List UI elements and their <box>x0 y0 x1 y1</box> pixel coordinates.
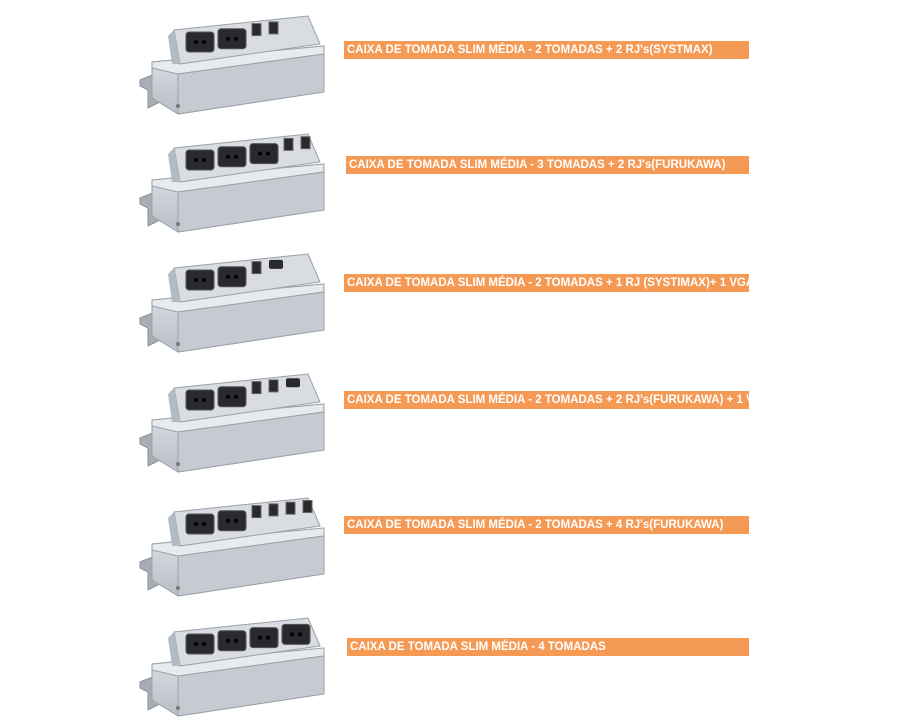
rj-port-icon <box>302 500 313 513</box>
rj-port-icon <box>268 379 279 393</box>
power-socket-icon <box>217 386 247 408</box>
power-socket-icon <box>185 31 215 53</box>
product-title[interactable]: CAIXA DE TOMADA SLIM MÉDIA - 4 TOMADAS <box>347 638 749 656</box>
product-title[interactable]: CAIXA DE TOMADA SLIM MÉDIA - 2 TOMADAS +… <box>344 274 754 292</box>
power-socket-icon <box>217 146 247 168</box>
product-title[interactable]: CAIXA DE TOMADA SLIM MÉDIA - 2 TOMADAS +… <box>344 516 749 534</box>
vga-port-icon <box>286 378 300 388</box>
power-socket-icon <box>249 627 279 649</box>
product-item: CAIXA DE TOMADA SLIM MÉDIA - 2 TOMADAS +… <box>0 360 900 475</box>
rj-port-icon <box>268 21 279 35</box>
product-item: CAIXA DE TOMADA SLIM MÉDIA - 4 TOMADAS <box>0 604 900 719</box>
power-socket-icon <box>185 633 215 655</box>
power-socket-icon <box>217 630 247 652</box>
product-title[interactable]: CAIXA DE TOMADA SLIM MÉDIA - 2 TOMADAS +… <box>344 41 749 59</box>
rj-port-icon <box>268 503 279 517</box>
product-item: CAIXA DE TOMADA SLIM MÉDIA - 2 TOMADAS +… <box>0 2 900 117</box>
product-title[interactable]: CAIXA DE TOMADA SLIM MÉDIA - 2 TOMADAS +… <box>344 391 771 409</box>
power-socket-icon <box>217 510 247 532</box>
rj-port-icon <box>251 381 262 395</box>
rj-port-icon <box>285 501 296 515</box>
power-socket-icon <box>281 623 311 645</box>
product-image[interactable] <box>138 240 338 355</box>
rj-port-icon <box>251 505 262 519</box>
rj-port-icon <box>283 137 294 151</box>
product-item: CAIXA DE TOMADA SLIM MÉDIA - 2 TOMADAS +… <box>0 484 900 599</box>
product-image[interactable] <box>138 604 338 719</box>
rj-port-icon <box>300 136 311 150</box>
power-socket-icon <box>217 28 247 50</box>
product-image[interactable] <box>138 2 338 117</box>
power-socket-icon <box>185 513 215 535</box>
power-socket-icon <box>217 266 247 288</box>
product-image[interactable] <box>138 120 338 235</box>
power-socket-icon <box>249 143 279 165</box>
rj-port-icon <box>251 261 262 275</box>
product-title[interactable]: CAIXA DE TOMADA SLIM MÉDIA - 3 TOMADAS +… <box>346 156 749 174</box>
product-image[interactable] <box>138 360 338 475</box>
power-socket-icon <box>185 389 215 411</box>
power-socket-icon <box>185 149 215 171</box>
vga-port-icon <box>269 259 283 269</box>
product-item: CAIXA DE TOMADA SLIM MÉDIA - 3 TOMADAS +… <box>0 120 900 235</box>
power-socket-icon <box>185 269 215 291</box>
rj-port-icon <box>251 23 262 37</box>
product-item: CAIXA DE TOMADA SLIM MÉDIA - 2 TOMADAS +… <box>0 240 900 355</box>
product-image[interactable] <box>138 484 338 599</box>
